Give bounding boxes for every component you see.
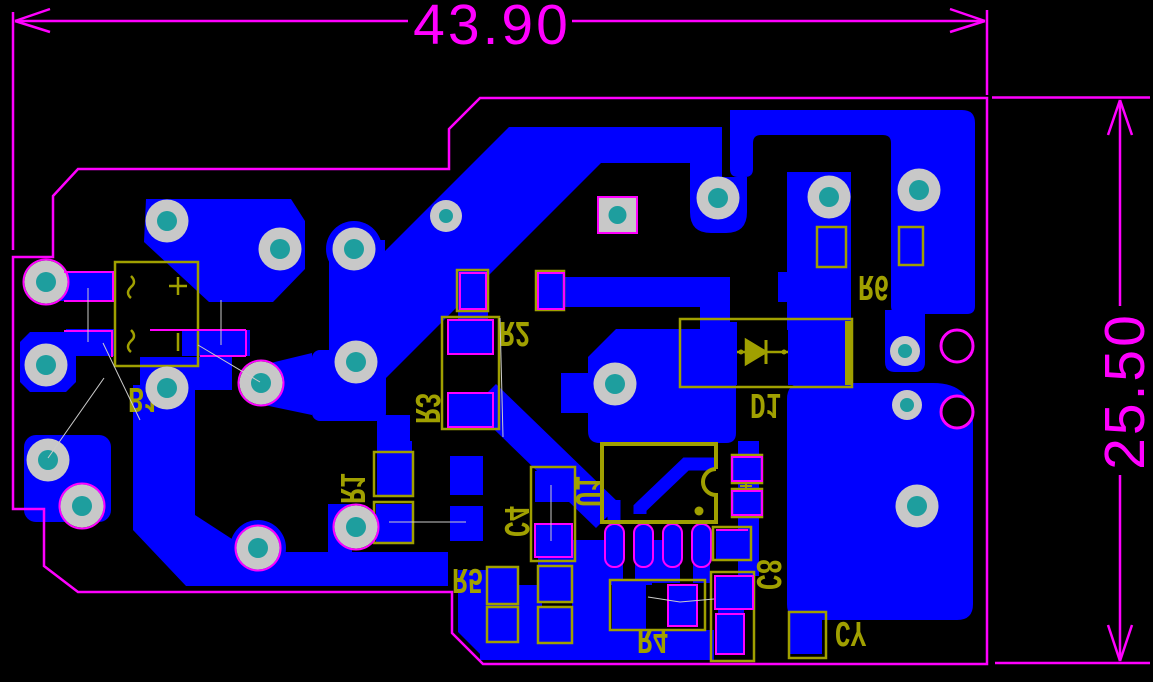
svg-text:R4: R4 <box>637 618 668 658</box>
svg-text:U1: U1 <box>565 476 605 507</box>
svg-text:D1: D1 <box>750 383 781 423</box>
svg-text:R3: R3 <box>405 393 445 424</box>
svg-text:43.90: 43.90 <box>413 0 571 57</box>
svg-text:C4: C4 <box>494 506 534 537</box>
svg-text:R6: R6 <box>858 265 889 305</box>
svg-text:25.50: 25.50 <box>1093 312 1153 470</box>
svg-text:R2: R2 <box>499 311 530 351</box>
svg-text:R1: R1 <box>330 473 370 504</box>
svg-text:R5: R5 <box>452 558 483 598</box>
svg-text:C8: C8 <box>746 559 786 590</box>
svg-text:CY: CY <box>835 611 866 651</box>
